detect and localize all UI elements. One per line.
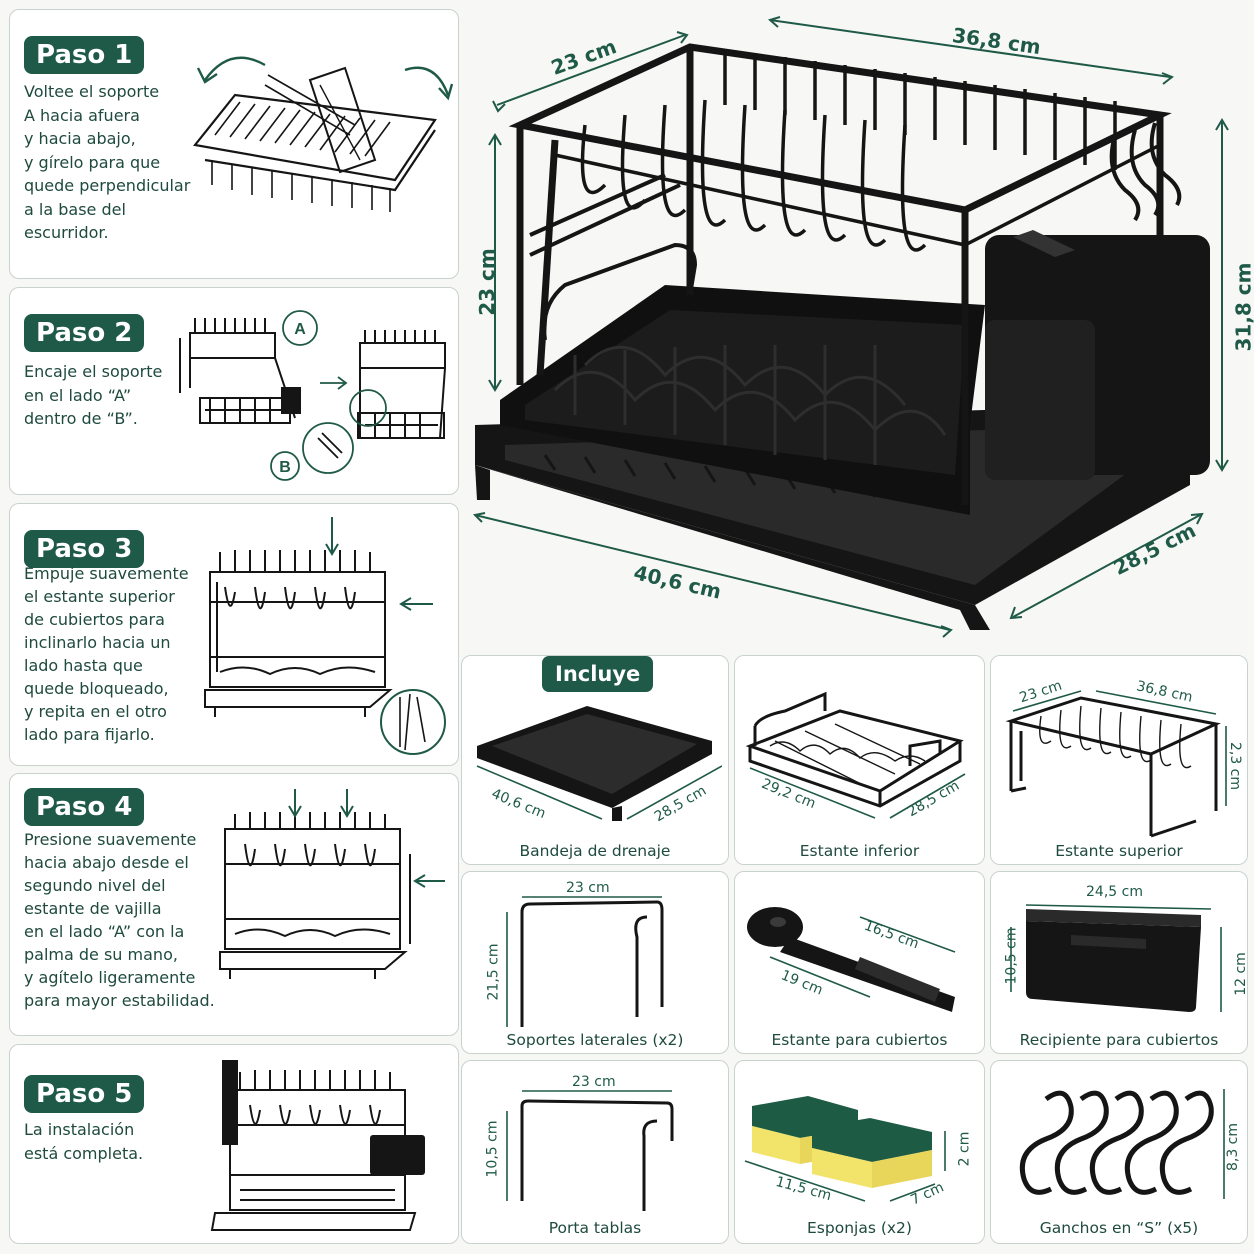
dim-total-height: 31,8 cm <box>1231 262 1254 352</box>
sponges-dim-height: 2 cm <box>956 1131 973 1167</box>
side-supports-dim-width: 23 cm <box>566 880 610 896</box>
item-lower-rack: 29,2 cm 28,5 cm Estante inferior <box>734 655 985 865</box>
item-drain-tray: Incluye 40,6 cm 28,5 cm Bandeja de drena… <box>461 655 729 865</box>
step-2-illustration: A B <box>179 310 446 481</box>
s-hooks-label: Ganchos en “S” (x5) <box>1039 1219 1199 1237</box>
step-1-instructions: Voltee el soporte A hacia afuera y hacia… <box>24 82 191 242</box>
step-5-badge: Paso 5 <box>24 1075 145 1113</box>
step-1-illustration <box>192 56 454 212</box>
item-side-supports: 23 cm 21,5 cm Soportes laterales (x2) <box>461 871 729 1054</box>
board-holder-dim-width: 23 cm <box>572 1074 616 1090</box>
marker-b: B <box>279 459 291 476</box>
sponge-2 <box>812 1118 932 1188</box>
step-2-badge: Paso 2 <box>24 314 145 352</box>
step-5-panel: Paso 5 La instalación está completa. <box>9 1044 459 1244</box>
side-supports-image <box>506 896 664 1027</box>
step-3-illustration <box>204 517 446 755</box>
step-1-panel: Paso 1 Voltee el soporte A hacia afuera … <box>9 9 459 279</box>
includes-badge: Incluye <box>542 656 654 692</box>
board-holder-dim-height: 10,5 cm <box>484 1120 501 1178</box>
upper-rack-dim-height: 2,3 cm <box>1227 741 1244 791</box>
lower-rack-image <box>745 691 966 819</box>
dish-rack-illustration <box>472 16 1229 638</box>
item-cutlery-container: 24,5 cm 10,5 cm 12 cm Recipiente para cu… <box>990 871 1248 1054</box>
step-5-instructions: La instalación está completa. <box>24 1120 144 1163</box>
main-product-area: 23 cm 36,8 cm 23 cm 31,8 cm 40,6 cm 28,5… <box>465 5 1254 645</box>
cutlery-container-label: Recipiente para cubiertos <box>1019 1031 1219 1049</box>
sponges-image <box>744 1096 946 1202</box>
item-s-hooks: 8,3 cm Ganchos en “S” (x5) <box>990 1060 1248 1244</box>
cutlery-container-dim-depth: 12 cm <box>1232 952 1248 996</box>
item-board-holder: 23 cm 10,5 cm Porta tablas <box>461 1060 729 1244</box>
step-5-illustration <box>210 1060 425 1231</box>
step-3-badge: Paso 3 <box>24 530 145 568</box>
board-holder-image <box>506 1090 674 1211</box>
sponges-label: Esponjas (x2) <box>807 1219 912 1237</box>
cutlery-container-dim-height: 10,5 cm <box>1003 927 1020 985</box>
cutlery-shelf-label: Estante para cubiertos <box>771 1031 948 1049</box>
step-4-illustration <box>219 789 445 979</box>
dim-upper-height: 23 cm <box>474 248 499 316</box>
upper-rack-image <box>1005 690 1227 838</box>
item-cutlery-shelf: 16,5 cm 19 cm Estante para cubiertos <box>734 871 985 1054</box>
s-hooks-dim-height: 8,3 cm <box>1225 1122 1242 1172</box>
step-4-badge: Paso 4 <box>24 788 145 826</box>
step-3-instructions: Empuje suavemente el estante superior de… <box>24 564 189 744</box>
marker-a: A <box>294 321 306 338</box>
step-1-badge: Paso 1 <box>24 36 145 74</box>
step-3-panel: Paso 3 Empuje suavemente el estante supe… <box>9 503 459 766</box>
step-2-instructions: Encaje el soporte en el lado “A” dentro … <box>24 362 163 428</box>
cutlery-shelf-image <box>747 907 956 1012</box>
lower-rack-label: Estante inferior <box>799 842 920 860</box>
item-upper-rack: 23 cm 36,8 cm 2,3 cm Estante superior <box>990 655 1248 865</box>
item-sponges: 11,5 cm 7 cm 2 cm Esponjas (x2) <box>734 1060 985 1244</box>
cutlery-container-image <box>1010 904 1222 1012</box>
step-4-panel: Paso 4 Presione suavemente hacia abajo d… <box>9 773 459 1036</box>
drain-tray-image <box>476 706 722 821</box>
drain-tray-label: Bandeja de drenaje <box>519 842 671 860</box>
s-hooks-image <box>1019 1089 1225 1199</box>
cutlery-container-dim-width: 24,5 cm <box>1086 884 1143 900</box>
side-supports-label: Soportes laterales (x2) <box>506 1031 684 1049</box>
board-holder-label: Porta tablas <box>548 1219 642 1237</box>
upper-rack-label: Estante superior <box>1055 842 1183 860</box>
side-supports-dim-height: 21,5 cm <box>485 943 502 1001</box>
step-4-instructions: Presione suavemente hacia abajo desde el… <box>24 830 215 1010</box>
step-2-panel: Paso 2 Encaje el soporte en el lado “A” … <box>9 287 459 495</box>
